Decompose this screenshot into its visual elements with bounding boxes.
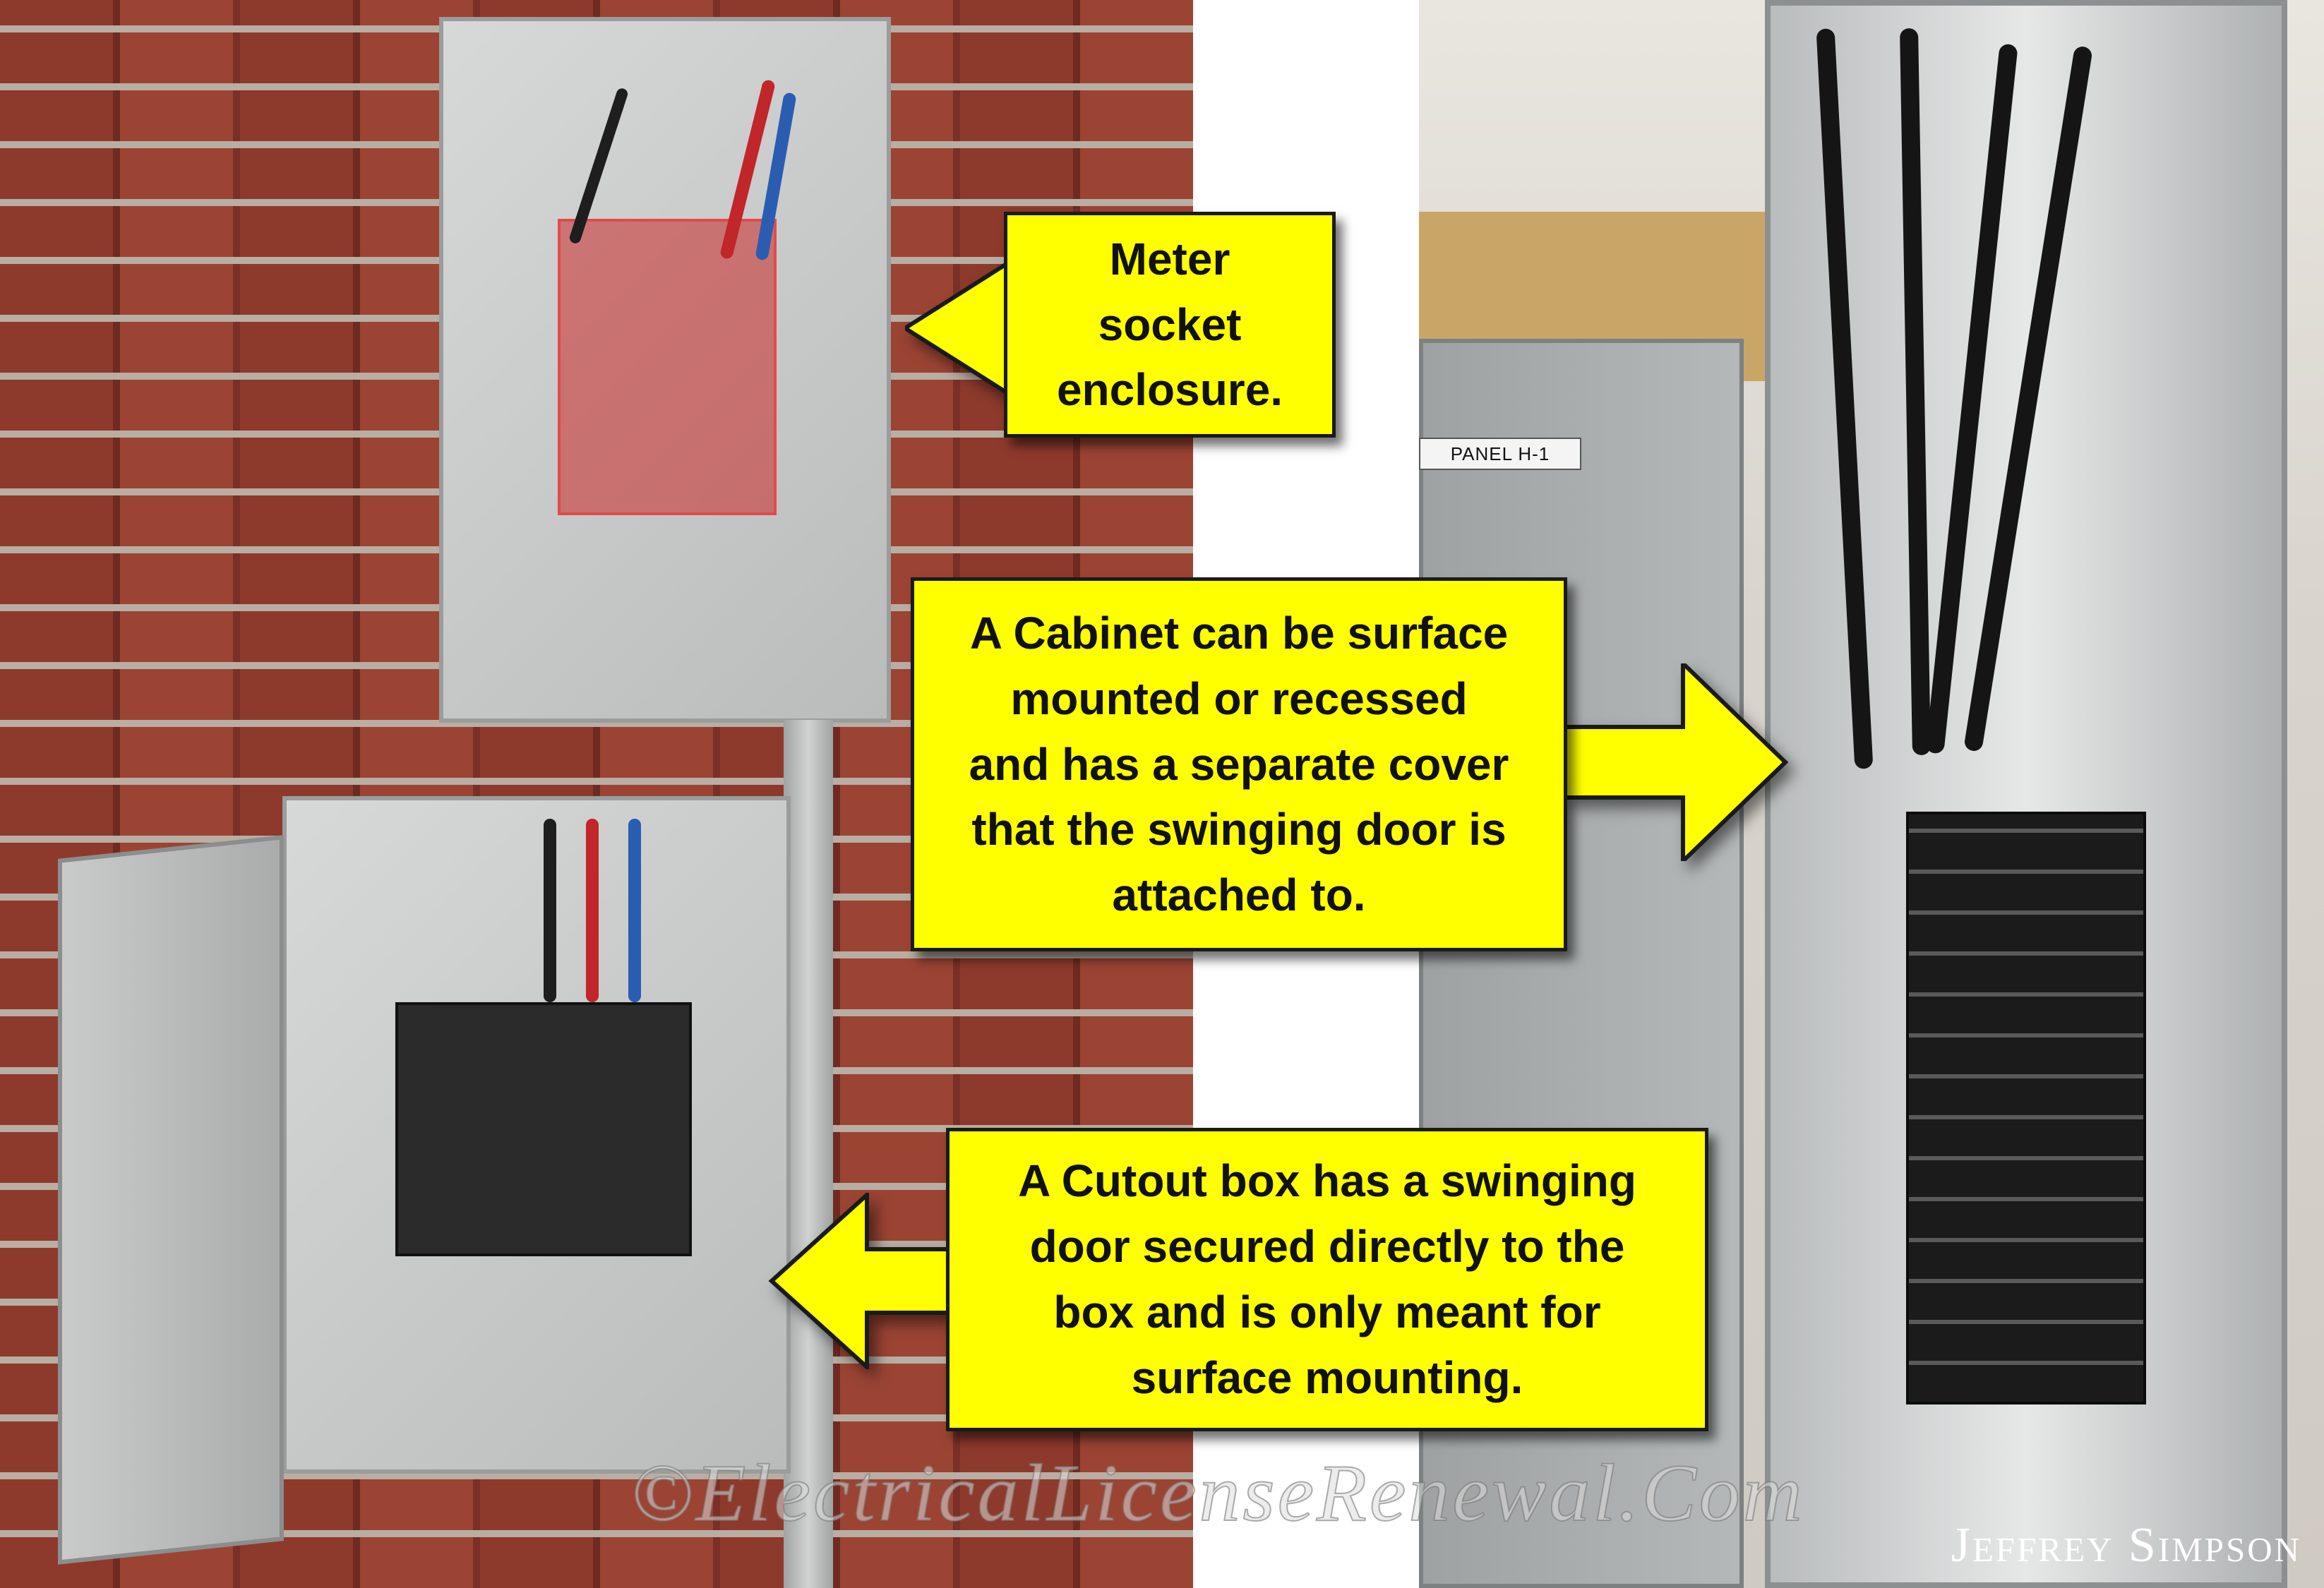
author-signature: Jeffrey Simpson — [1951, 1518, 2301, 1572]
meter-socket-callout: Meter socket enclosure. — [1004, 212, 1336, 438]
cutout-box-swinging-door — [58, 835, 284, 1565]
cutout-box-callout: A Cutout box has a swinging door secured… — [946, 1128, 1708, 1431]
gray-conduit — [784, 720, 833, 1588]
cutout-arrow-icon — [768, 1193, 952, 1369]
cabinet-callout: A Cabinet can be surface mounted or rece… — [911, 577, 1567, 951]
cutout-box-breakers — [395, 1002, 692, 1256]
panelboard-breakers — [1906, 812, 2146, 1404]
meter-socket-enclosure — [439, 17, 891, 723]
meter-socket-jaws — [558, 219, 777, 515]
cutout-red-wire — [586, 819, 599, 1002]
meter-arrow-icon — [905, 261, 1018, 395]
cutout-blue-wire — [628, 819, 641, 1002]
cabinet-arrow-icon — [1563, 663, 1789, 861]
cutout-black-wire — [544, 819, 556, 1002]
panel-label: PANEL H-1 — [1419, 438, 1581, 470]
copyright-watermark: ©ElectricalLicenseRenewal.Com — [630, 1448, 1805, 1539]
